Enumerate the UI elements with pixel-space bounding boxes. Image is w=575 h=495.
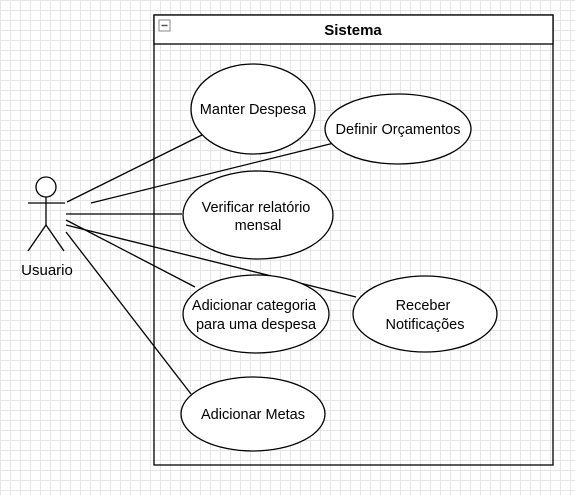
use-case-label: Adicionar Metas bbox=[201, 407, 305, 423]
use-case-definir-orcamentos[interactable]: Definir Orçamentos bbox=[324, 93, 472, 165]
system-title: Sistema bbox=[324, 22, 382, 39]
use-case-adicionar-metas[interactable]: Adicionar Metas bbox=[180, 376, 326, 452]
actor-head bbox=[35, 176, 57, 198]
system-header bbox=[153, 14, 554, 45]
svg-text:Adicionar Metas: Adicionar Metas bbox=[201, 407, 305, 423]
actor-usuario[interactable]: Usuario bbox=[21, 176, 73, 279]
association-receber-notificacoes bbox=[65, 224, 357, 298]
system-boundary[interactable]: Sistema bbox=[153, 14, 554, 466]
svg-text:Verificar relatório mens: Verificar relatório mensal bbox=[202, 200, 315, 234]
actor-label: Usuario bbox=[21, 262, 73, 279]
actor-left-leg bbox=[27, 224, 47, 252]
use-case-label: para uma despesa bbox=[196, 317, 317, 333]
use-case-manter-despesa[interactable]: Manter Despesa bbox=[190, 63, 316, 155]
use-case-label: Adicionar categoria bbox=[192, 298, 317, 314]
svg-text:Receber Notificações: Receber Notificações bbox=[386, 298, 465, 333]
use-case-label: Receber bbox=[396, 298, 451, 314]
svg-text:Manter Despesa: Manter Despesa bbox=[200, 102, 307, 118]
svg-text:Adicionar categoria para: Adicionar categoria para uma despesa bbox=[192, 298, 320, 333]
use-case-label: Manter Despesa bbox=[200, 102, 307, 118]
use-case-label: mensal bbox=[235, 218, 282, 234]
associations bbox=[65, 133, 357, 395]
association-adicionar-metas bbox=[65, 231, 192, 395]
use-case-receber-notificacoes[interactable]: Receber Notificações bbox=[352, 275, 498, 353]
use-case-label: Verificar relatório bbox=[202, 200, 311, 216]
actor-right-leg bbox=[45, 224, 65, 252]
association-adicionar-categoria bbox=[65, 219, 196, 288]
association-definir-orcamentos bbox=[90, 142, 335, 204]
use-case-verificar-relatorio[interactable]: Verificar relatório mensal bbox=[182, 170, 334, 260]
use-case-adicionar-categoria[interactable]: Adicionar categoria para uma despesa bbox=[182, 274, 330, 354]
use-case-label: Notificações bbox=[386, 317, 465, 333]
association-manter-despesa bbox=[66, 133, 205, 203]
svg-text:Definir Orçamentos: Definir Orçamentos bbox=[336, 122, 461, 138]
minus-box-icon[interactable] bbox=[158, 19, 171, 32]
use-case-label: Definir Orçamentos bbox=[336, 122, 461, 138]
